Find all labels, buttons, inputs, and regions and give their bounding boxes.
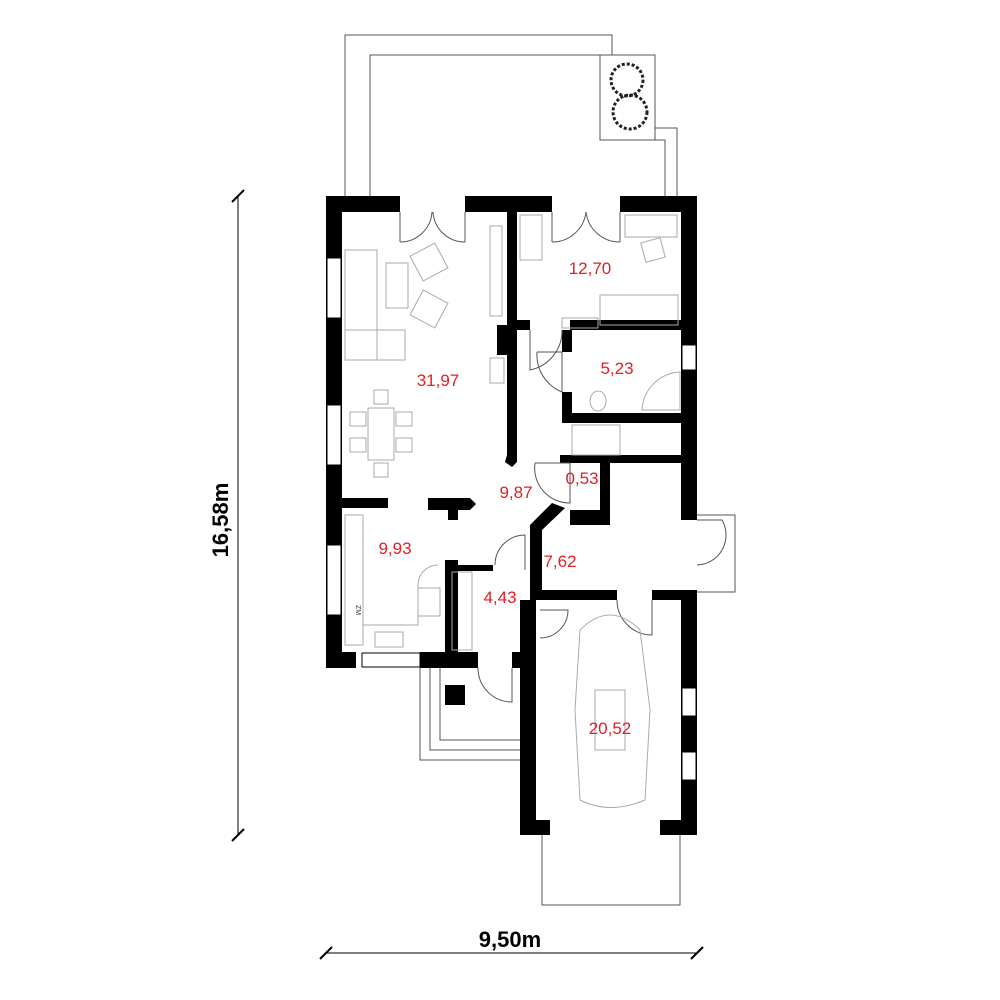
room-area-room: 12,70: [569, 259, 612, 278]
doors: [399, 211, 727, 703]
room-area-hall: 9,87: [499, 483, 532, 502]
room-area-closet: 0,53: [565, 469, 598, 488]
dimension-depth-label: 16,58m: [208, 483, 233, 558]
furniture: [344, 214, 681, 808]
driveway: [541, 835, 681, 906]
room-area-kitchen: 9,93: [378, 539, 411, 558]
entrance-terrace: [419, 668, 520, 761]
dimension-width-label: 9,50m: [479, 927, 541, 952]
dimension-depth: 16,58m: [208, 189, 245, 842]
room-area-bathroom: 5,23: [600, 359, 633, 378]
room-area-vestibule: 7,62: [543, 552, 576, 571]
terrace: [344, 34, 678, 196]
room-area-garage: 20,52: [589, 719, 632, 738]
kitchen-label: ZM: [354, 605, 361, 615]
room-area-living: 31,97: [417, 371, 460, 390]
dimension-width: 9,50m: [319, 927, 704, 960]
room-area-pantry: 4,43: [483, 588, 516, 607]
plant-icon: [609, 62, 649, 131]
windows: [326, 257, 697, 781]
walls: [326, 196, 697, 835]
entrance-step: [697, 514, 736, 593]
